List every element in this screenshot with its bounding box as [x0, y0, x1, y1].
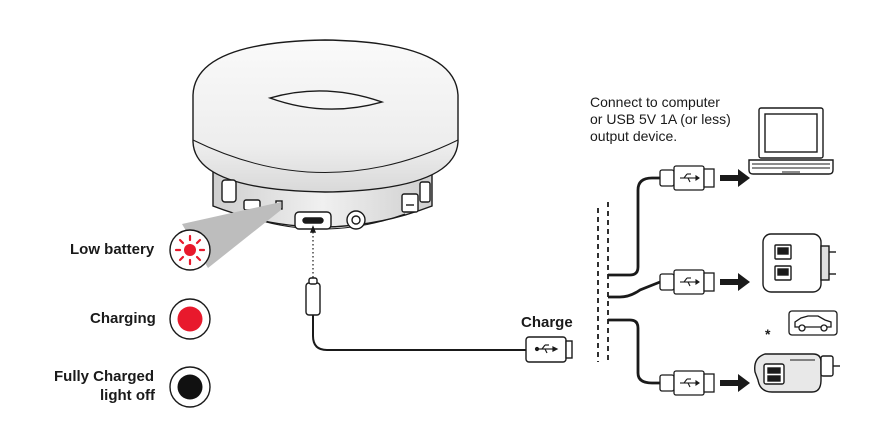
device-button-left — [221, 179, 237, 203]
branch-cables — [608, 176, 661, 385]
fully-charged-led — [169, 366, 211, 408]
usb-plug-wall — [659, 269, 715, 295]
car-charger-icon — [754, 353, 840, 393]
low-battery-led — [169, 229, 211, 271]
note-line-1: Connect to computer — [590, 94, 720, 110]
arrow-right-icon — [720, 273, 750, 291]
usb-c-cable — [305, 225, 573, 363]
legend-label-low-battery: Low battery — [70, 241, 155, 258]
charge-label: Charge — [521, 314, 573, 331]
device-top-lens — [267, 90, 385, 110]
car-badge-icon — [788, 310, 838, 336]
usb-c-plug — [305, 282, 321, 316]
legend-label-fully-charged: Fully Charged — [54, 368, 155, 385]
car-asterisk: * — [765, 326, 771, 342]
wall-adapter-icon — [762, 233, 836, 293]
usb-plug-computer — [659, 165, 715, 191]
arrow-icons — [720, 169, 750, 392]
arrow-right-icon — [720, 169, 750, 187]
laptop-icon — [748, 107, 834, 175]
usb-plug-car — [659, 370, 715, 396]
legend-label-charging: Charging — [90, 310, 156, 327]
charging-led — [169, 298, 211, 340]
usb-symbol-icon — [534, 344, 559, 354]
legend-label-light-off: light off — [100, 387, 155, 404]
note-line-2: or USB 5V 1A (or less) — [590, 111, 731, 127]
device-button-right — [401, 193, 419, 213]
arrow-right-icon — [720, 374, 750, 392]
note-line-3: output device. — [590, 128, 678, 144]
speaker-device — [192, 39, 459, 230]
device-top — [192, 39, 459, 193]
